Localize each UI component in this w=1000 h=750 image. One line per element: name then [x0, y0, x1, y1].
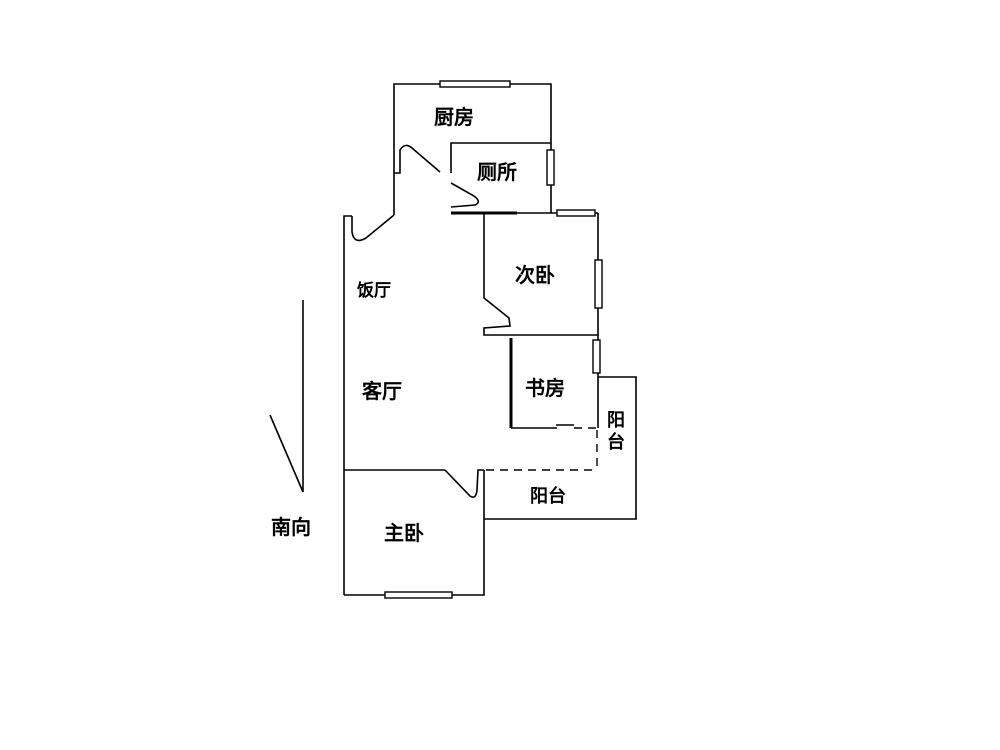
kitchen-window: [439, 80, 511, 88]
room-label-kitchen: 厨房: [434, 105, 474, 129]
room-label-dining-room: 饭厅: [357, 281, 391, 301]
room-label-balcony: 阳台: [530, 486, 566, 507]
room-label-master-bedroom: 主卧: [384, 521, 424, 545]
room-label-side-balcony: 阳台: [607, 410, 625, 453]
second-bedroom-walls: [483, 213, 599, 336]
entrance-door: [351, 214, 395, 242]
room-label-study: 书房: [525, 376, 565, 400]
orientation-label: 南向: [271, 515, 311, 539]
toilet-walls: [450, 142, 551, 173]
balcony-walls: [484, 376, 637, 520]
room-label-living-room: 客厅: [362, 379, 402, 403]
south-arrow-head: [269, 414, 304, 493]
master-bedroom-door: [444, 469, 484, 498]
room-label-toilet: 厕所: [477, 160, 517, 184]
toilet-window: [546, 149, 555, 186]
kitchen-door: [394, 144, 441, 174]
toilet-door: [450, 182, 480, 208]
second-bedroom-window-right: [594, 259, 603, 309]
study-window: [592, 339, 601, 374]
second-bedroom-window-top: [556, 209, 596, 217]
room-label-second-bedroom: 次卧: [515, 263, 555, 287]
living-room-left-wall: [343, 215, 352, 595]
master-bedroom-window: [384, 591, 453, 599]
